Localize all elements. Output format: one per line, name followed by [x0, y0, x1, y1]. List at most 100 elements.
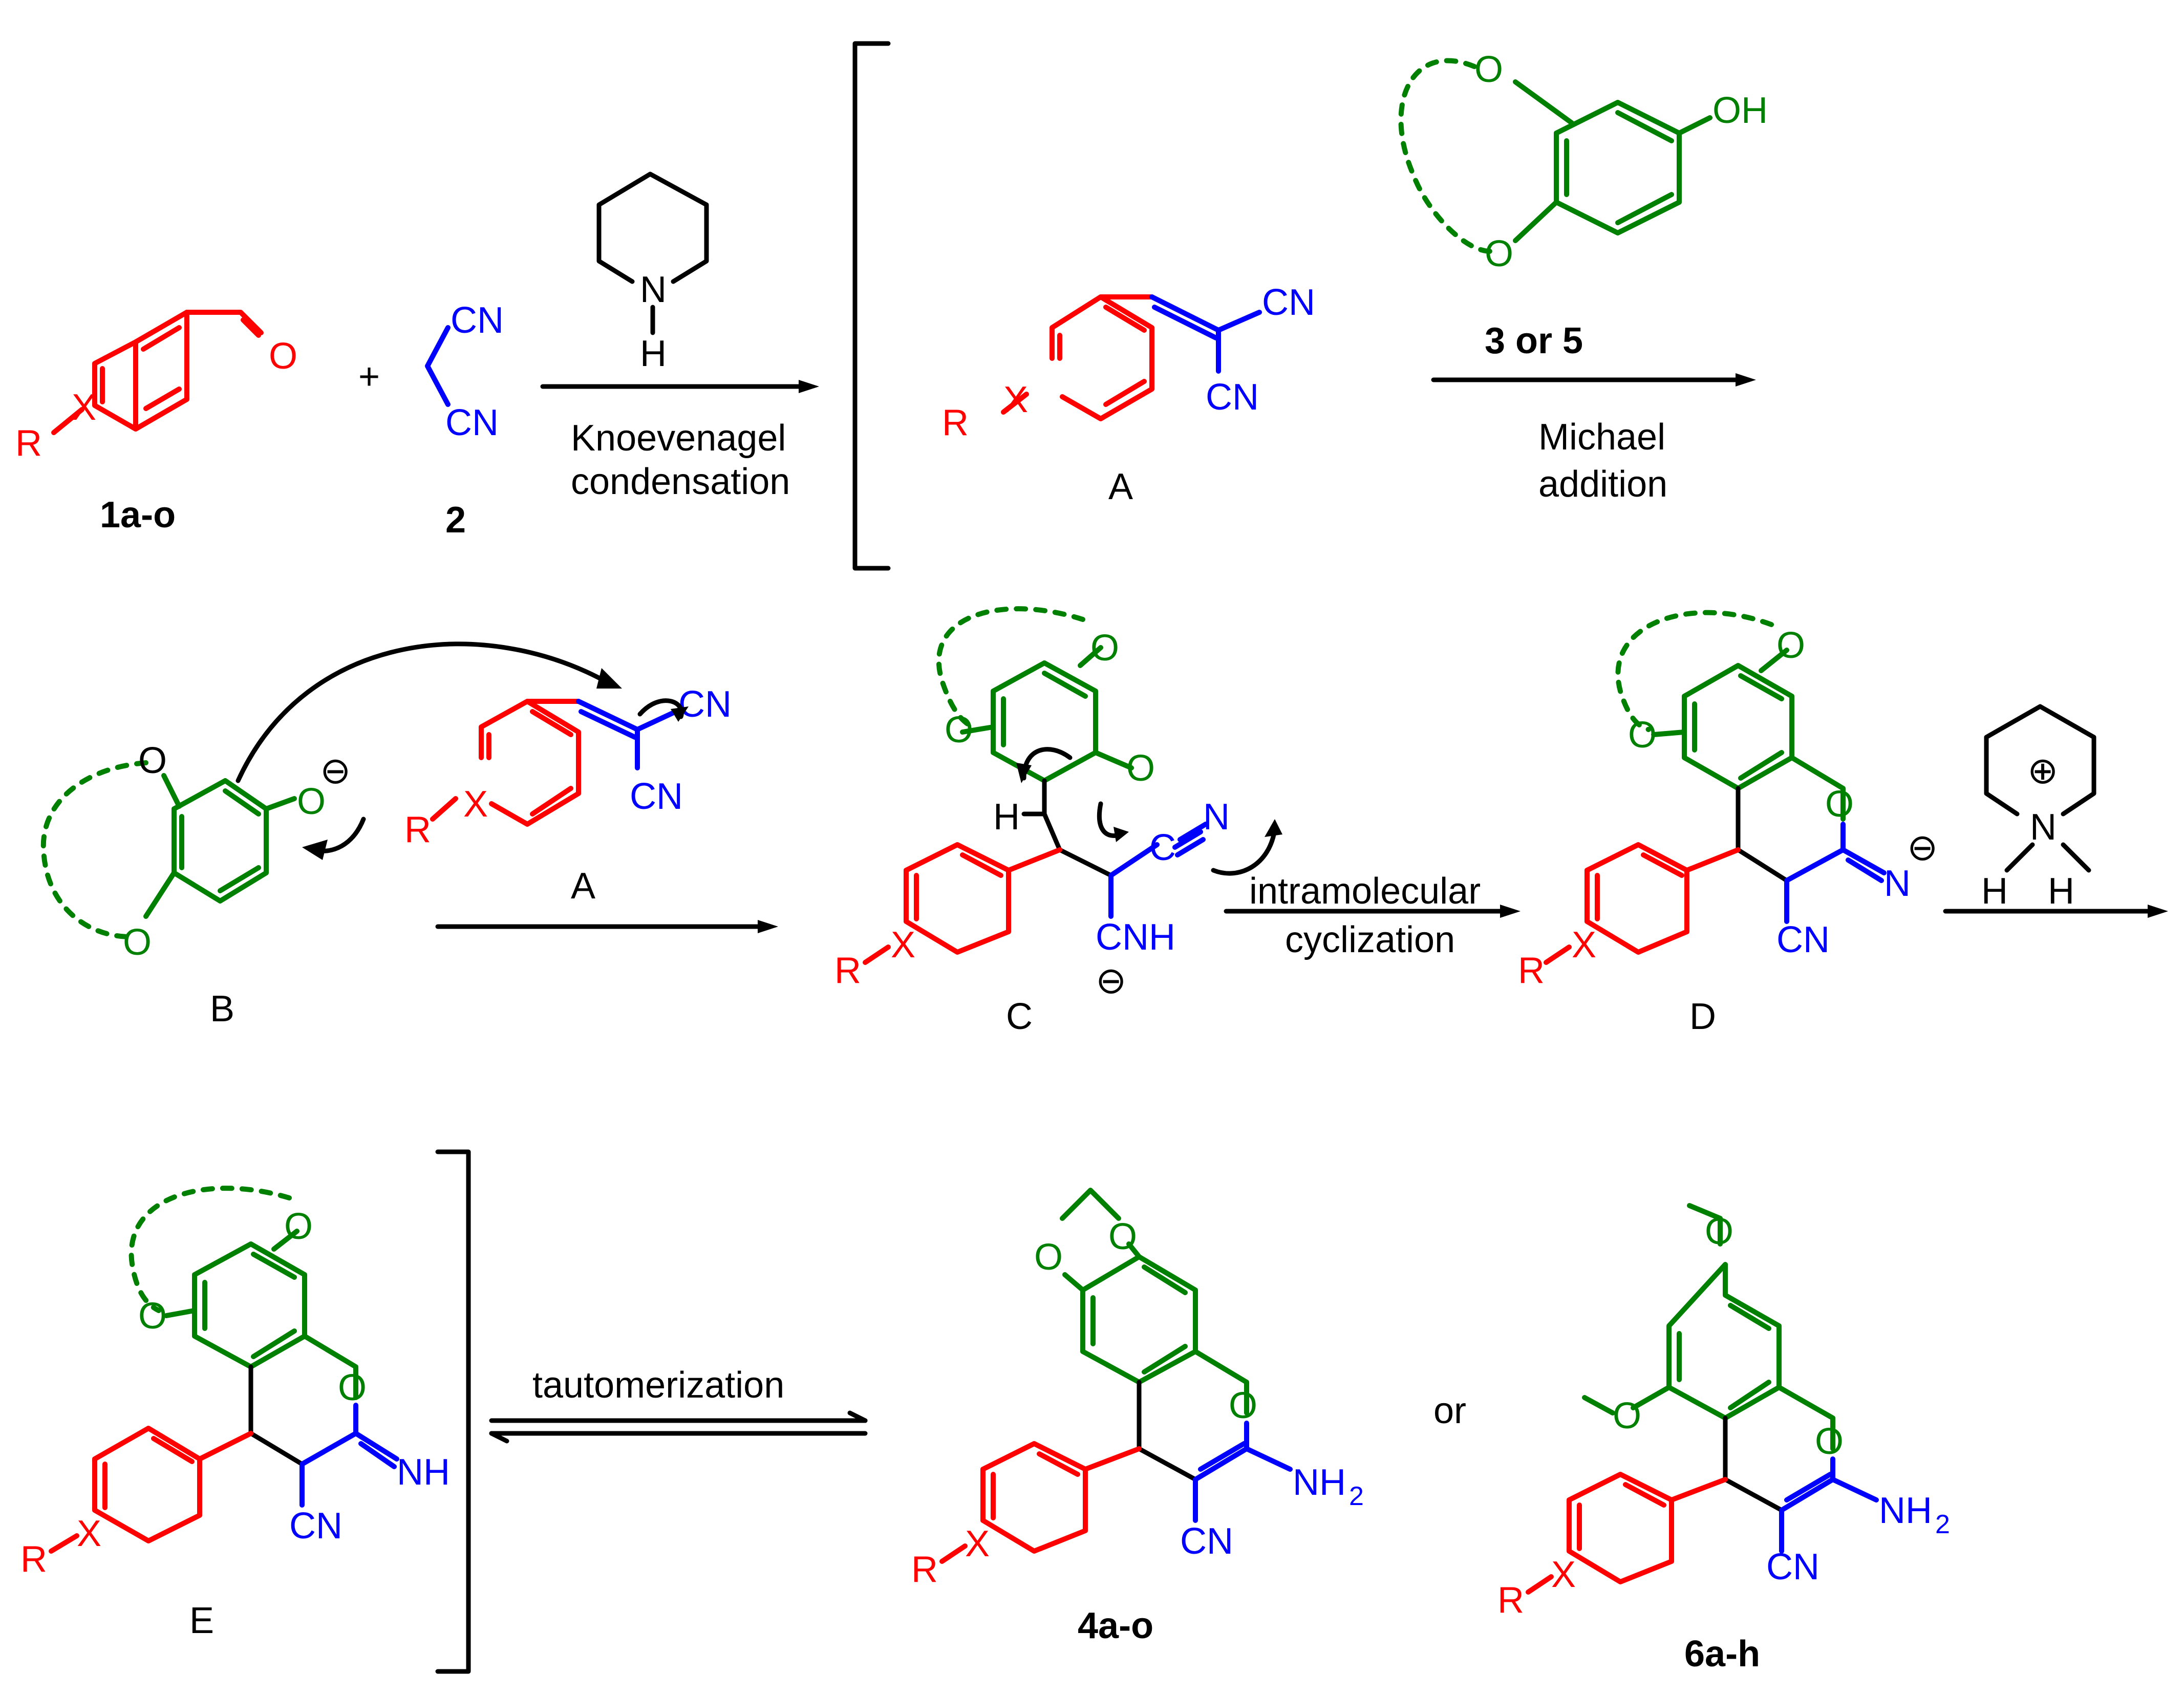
hydrogen-label: H [993, 797, 1020, 838]
nitrile-label: CN [1776, 919, 1830, 960]
step-label: condensation [571, 461, 790, 502]
ether-o-label: O [1628, 715, 1657, 756]
ring-x-label: X [965, 1523, 990, 1564]
ether-o-label: O [1090, 628, 1119, 669]
ring-x-label: X [1572, 925, 1596, 965]
piperidine-catalyst: N H [596, 171, 709, 374]
step-label: cyclization [1285, 919, 1455, 960]
piperidinium: ⊕ N H H [1943, 704, 2168, 918]
amine-subscript: 2 [1935, 1510, 1950, 1539]
bracket-left [852, 41, 891, 571]
positive-charge: ⊕ [2027, 750, 2058, 791]
substituent-r-label: R [1518, 950, 1545, 991]
ring-x-label: X [1003, 379, 1028, 420]
compound-label-2: 2 [445, 500, 466, 541]
step-label: intramolecular [1249, 871, 1481, 912]
ether-o-label: O [138, 740, 167, 781]
arrow-cyclization: intramolecular cyclization [1224, 871, 1521, 960]
nitrogen-label: N [1884, 863, 1911, 904]
intermediate-label-b: B [210, 989, 234, 1029]
ring-x-label: X [891, 925, 915, 965]
intermediate-a-second: R X CN CN A [404, 684, 732, 907]
product-label-6: 6a-h [1684, 1634, 1760, 1674]
methoxy-o-label: O [1705, 1211, 1733, 1252]
plus-sign: + [358, 356, 380, 397]
ether-o-label: O [945, 710, 973, 750]
substituent-r-label: R [404, 809, 431, 850]
intermediate-label-a: A [571, 866, 595, 907]
product-6: O O O NH 2 CN R X 6a-h [1497, 1203, 1950, 1674]
ring-x-label: X [463, 784, 488, 825]
intermediate-label-a: A [1108, 466, 1133, 507]
nitrile-label: CN [1180, 1521, 1233, 1562]
negative-charge: ⊖ [320, 750, 351, 791]
nitrile-label: CN [1206, 377, 1259, 418]
ring-o-label: O [338, 1367, 367, 1408]
amine-n-label: N [640, 269, 667, 310]
amine-label: NH [1879, 1490, 1932, 1531]
nitrile-label: CN [630, 776, 683, 817]
nitrile-label: CN [445, 402, 499, 443]
product-label-4: 4a-o [1078, 1605, 1153, 1646]
substituent-r-label: R [834, 950, 861, 991]
step-label: tautomerization [532, 1365, 784, 1406]
phenol-reactant: O OH O 3 or 5 [1398, 49, 1768, 361]
amine-label: NH [1293, 1462, 1346, 1503]
substituent-r-label: R [20, 1539, 47, 1580]
ether-o-label: O [284, 1206, 313, 1247]
arrow-tautomerization: tautomerization [489, 1365, 868, 1444]
amine-subscript: 2 [1349, 1482, 1364, 1511]
nitrile-label: CN [1766, 1547, 1819, 1587]
substituent-r-label: R [15, 423, 42, 464]
step-label: Knoevenagel [571, 418, 786, 459]
nitrogen-label: N [1203, 797, 1230, 838]
intermediate-label-d: D [1689, 996, 1716, 1037]
substituent-r-label: R [911, 1549, 938, 1590]
amine-h-label: H [1981, 871, 2008, 912]
ring-o-label: O [1825, 784, 1854, 825]
intermediate-c: O O O H R X C N CNH ⊖ C [834, 606, 1282, 1037]
or-label: or [1433, 1390, 1466, 1431]
ether-o-label: O [1474, 49, 1503, 90]
compound-2-malononitrile: CN CN 2 [425, 300, 504, 541]
amine-h-label: H [2048, 871, 2074, 912]
carbonyl-o-label: O [1126, 748, 1155, 789]
imine-anion-label: CNH [1096, 917, 1175, 958]
compound-label-3-or-5: 3 or 5 [1485, 320, 1583, 361]
ether-o-label: O [1034, 1237, 1063, 1278]
arrow-knoevenagel: Knoevenagel condensation [540, 380, 819, 502]
intermediate-label-e: E [189, 1600, 214, 1641]
substituent-r-label: R [942, 402, 969, 443]
intermediate-a: R X CN CN A [942, 282, 1315, 507]
nitrile-label: CN [678, 684, 732, 725]
compound-label-1: 1a-o [100, 495, 176, 535]
imine-label: NH [397, 1452, 450, 1493]
ring-x-label: X [1551, 1554, 1576, 1595]
intermediate-e: O O O NH CN R X E [20, 1186, 450, 1641]
ether-o-label: O [138, 1296, 167, 1337]
ether-o-label: O [1485, 233, 1513, 274]
intermediate-d: O O O N ⊖ CN R X D [1518, 610, 1938, 1037]
arrow-addition [435, 920, 778, 933]
step-label: Michael [1538, 417, 1665, 458]
ring-x-label: X [72, 387, 96, 428]
substituent-r-label: R [1497, 1580, 1524, 1621]
carbon-label: C [1149, 827, 1176, 868]
amine-n-label: N [2030, 807, 2057, 848]
nitrile-label: CN [1262, 282, 1315, 323]
negative-charge: ⊖ [1907, 827, 1938, 868]
carbonyl-o-label: O [269, 336, 297, 377]
product-4: O O O NH 2 CN R X 4a-o [911, 1188, 1364, 1646]
ether-o-label: O [1776, 625, 1805, 666]
nitrile-label: CN [289, 1506, 342, 1547]
intermediate-label-c: C [1006, 996, 1033, 1037]
amine-h-label: H [640, 333, 667, 374]
methoxy-o-label: O [1613, 1396, 1641, 1436]
bracket-right [435, 1149, 471, 1674]
ether-o-label: O [123, 922, 152, 963]
phenoxide-o-label: O [297, 781, 326, 822]
arrow-michael: Michael addition [1431, 373, 1756, 505]
nitrile-label: CN [451, 300, 504, 341]
phenoxide-b: O O ⊖ O B [40, 641, 622, 1029]
